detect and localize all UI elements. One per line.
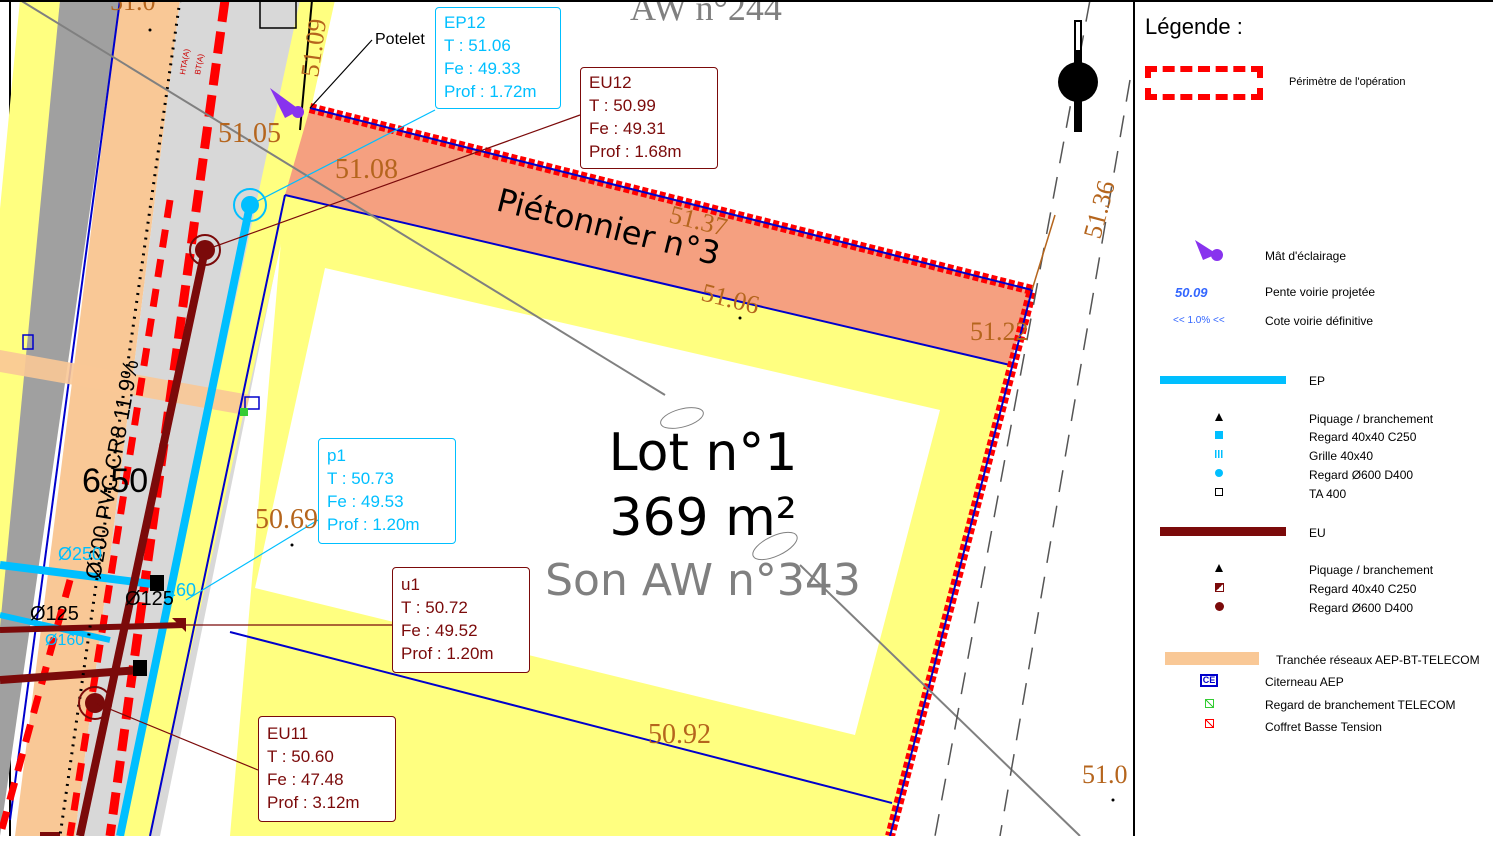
bt-label: BT(A) (193, 53, 206, 75)
legend-ep-item-4: TA 400 (1309, 487, 1347, 501)
elev-51-22: 51.22 (970, 317, 1029, 346)
elev-51-36: 51.36 (1078, 178, 1121, 242)
eu-regard-40x40-icon (1215, 583, 1224, 592)
legend-ep-item-3: Regard Ø600 D400 (1309, 468, 1414, 482)
callout-prof: Prof : 1.20m (401, 644, 494, 663)
elev-51-0: 51.0 (1082, 760, 1128, 789)
callout-fe: Fe : 49.33 (444, 59, 521, 78)
legend-coffret: Coffret Basse Tension (1265, 720, 1382, 734)
elev-top-left: 51.0 (110, 0, 156, 16)
left-boundary-line (9, 0, 121, 821)
junction-box (150, 575, 164, 591)
ep-swatch (1160, 376, 1286, 384)
legend-pente-value: 50.09 (1175, 285, 1208, 300)
callout-name: u1 (401, 575, 420, 594)
u1-regard[interactable] (172, 618, 186, 632)
legend-eu: EU (1309, 526, 1326, 540)
legend-pente: Pente voirie projetée (1265, 285, 1376, 299)
callout-fe: Fe : 49.52 (401, 621, 478, 640)
width-label: 6.50 (82, 462, 148, 500)
legend-tranchee: Tranchée réseaux AEP-BT-TELECOM (1276, 653, 1480, 667)
telecom-icon (1205, 699, 1214, 708)
eu-pipe (76, 249, 209, 837)
tranchee-swatch (1165, 652, 1259, 665)
d160-label-a: 160 (166, 580, 196, 600)
legend-title: Légende : (1145, 14, 1243, 39)
d125-label-a: Ø125 (30, 603, 79, 625)
legend-ep-item-1: Regard 40x40 C250 (1309, 430, 1417, 444)
callout-fe: Fe : 47.48 (267, 770, 344, 789)
callout-t: T : 50.72 (401, 598, 468, 617)
trench-branch (0, 350, 250, 415)
perimeter-swatch (1145, 66, 1263, 100)
legend-ep: EP (1309, 374, 1326, 388)
d125-label-b: Ø125 (125, 588, 174, 610)
lot-title: Lot n°1 (609, 423, 798, 483)
eu-regard-600-icon (1215, 602, 1224, 611)
callout-ep12[interactable]: EP12 T : 51.06 Fe : 49.33 Prof : 1.72m (435, 7, 561, 109)
lot-parcel: Son AW n°343 (545, 555, 861, 606)
callout-name: p1 (327, 446, 346, 465)
legend-eu-item-2: Regard Ø600 D400 (1309, 601, 1414, 615)
callout-name: EU12 (589, 73, 632, 92)
callout-t: T : 50.60 (267, 747, 334, 766)
coffret-icon (1205, 719, 1214, 728)
callout-prof: Prof : 1.68m (589, 142, 682, 161)
potelet-label: Potelet (375, 31, 425, 48)
ep-pipe (116, 204, 254, 837)
callout-fe: Fe : 49.53 (327, 492, 404, 511)
legend-ep-item-2: Grille 40x40 (1309, 449, 1374, 463)
legend-mat: Mât d'éclairage (1265, 249, 1346, 263)
callout-fe: Fe : 49.31 (589, 119, 666, 138)
legend-cote: Cote voirie définitive (1265, 314, 1374, 328)
legend-perimetre: Périmètre de l'opération (1289, 76, 1406, 88)
citerneau-marker (244, 396, 260, 410)
citerneau-icon: CE (1200, 674, 1218, 687)
grille-icon (1215, 450, 1223, 458)
north-arrow-icon (1058, 20, 1098, 132)
section-line (19, 0, 666, 396)
legend-eu-item-0: Piquage / branchement (1309, 563, 1434, 577)
d250-label: Ø250 (58, 544, 102, 564)
legend-telecom: Regard de branchement TELECOM (1265, 698, 1456, 712)
ta400-icon (1215, 488, 1223, 496)
callout-u1[interactable]: u1 T : 50.72 Fe : 49.52 Prof : 1.20m (392, 567, 530, 673)
pieton-area (285, 108, 1032, 365)
left-yellow-strip (0, 0, 60, 627)
callout-t: T : 51.06 (444, 36, 511, 55)
callout-eu12[interactable]: EU12 T : 50.99 Fe : 49.31 Prof : 1.68m (580, 67, 718, 169)
site-plan-svg: AW n°244 51.0 Potelet 51.09 51.05 51.08 … (0, 0, 1131, 840)
lot-bottom-line (229, 631, 893, 804)
eu-piquage-icon (1215, 564, 1223, 572)
elev-50-69: 50.69 (255, 504, 318, 535)
callout-name: EU11 (267, 724, 309, 743)
legend-panel: Légende : Périmètre de l'opération Mât d… (1133, 0, 1493, 836)
top-parcel-label: AW n°244 (630, 0, 782, 28)
callout-prof: Prof : 3.12m (267, 793, 360, 812)
elev-50-92: 50.92 (648, 719, 711, 750)
piquage-icon (1215, 413, 1223, 421)
legend-citerneau: Citerneau AEP (1265, 675, 1344, 689)
elev-51-05: 51.05 (218, 118, 281, 149)
lighting-mast-icon[interactable] (270, 88, 304, 118)
site-plan-map[interactable]: AW n°244 51.0 Potelet 51.09 51.05 51.08 … (0, 0, 1133, 840)
callout-t: T : 50.99 (589, 96, 656, 115)
callout-eu11[interactable]: EU11 T : 50.60 Fe : 47.48 Prof : 3.12m (258, 716, 396, 822)
callout-prof: Prof : 1.20m (327, 515, 420, 534)
lighting-mast-icon (1195, 240, 1223, 261)
regard-40x40-icon (1215, 431, 1223, 439)
elev-51-08: 51.08 (335, 154, 398, 185)
legend-eu-item-1: Regard 40x40 C250 (1309, 582, 1417, 596)
legend-ep-item-0: Piquage / branchement (1309, 412, 1434, 426)
callout-t: T : 50.73 (327, 469, 394, 488)
eu-swatch (1160, 527, 1286, 536)
legend-cote-value: << 1.0% << (1173, 315, 1225, 326)
regard-600-icon (1215, 469, 1223, 477)
callout-prof: Prof : 1.72m (444, 82, 537, 101)
lot-area: 369 m² (609, 488, 796, 548)
d160-label-b: Ø160 (45, 632, 84, 649)
callout-name: EP12 (444, 13, 486, 32)
callout-p1[interactable]: p1 T : 50.73 Fe : 49.53 Prof : 1.20m (318, 438, 456, 544)
